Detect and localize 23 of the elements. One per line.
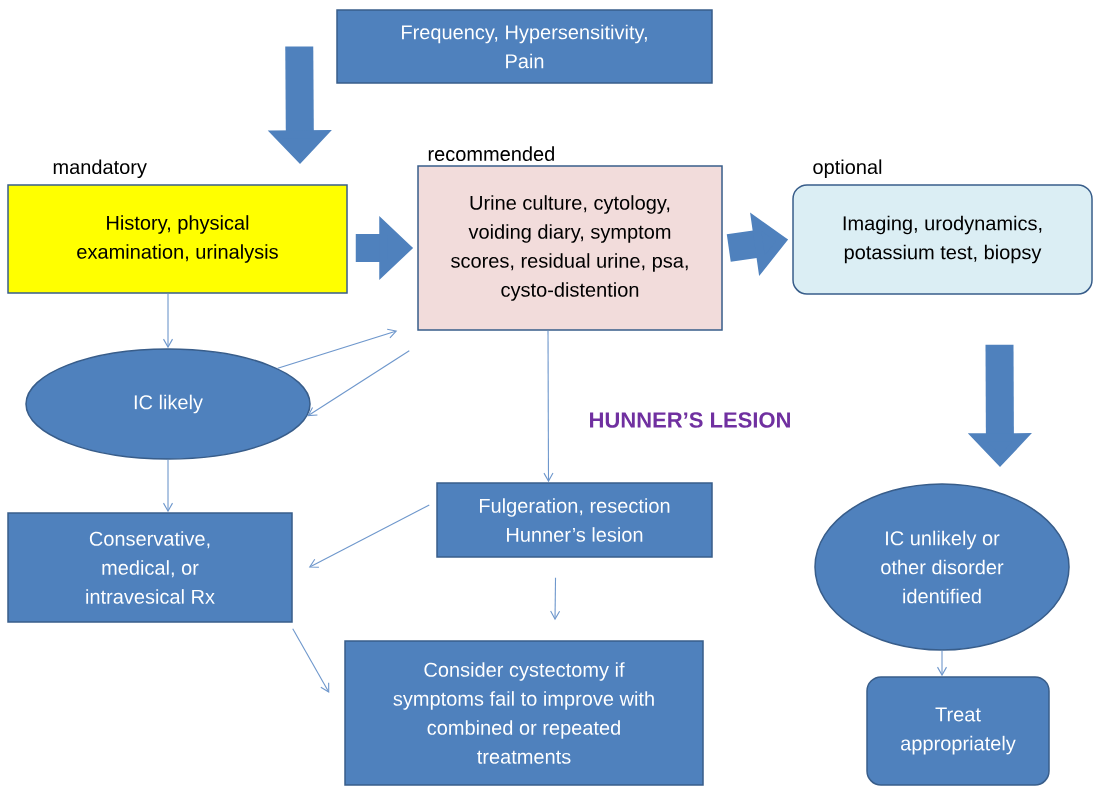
rounded-box: Imaging, urodynamics, potassium test, biopsy	[792, 184, 1093, 295]
rounded-box: Treat appropriately	[866, 676, 1050, 786]
stage-label: recommended	[428, 146, 554, 162]
arrow	[307, 350, 410, 417]
stage-label: mandatory	[53, 159, 147, 179]
arrow	[550, 577, 561, 621]
process-box: Conservative, medical, or intravesical Rx	[7, 512, 293, 623]
process-box: Fulgeration, resection Hunner’s lesion	[436, 482, 713, 558]
process-box: History, physical examination, urinalysis	[7, 184, 348, 294]
oval-node: IC unlikely or other disorder identified	[814, 483, 1070, 651]
arrow	[936, 650, 948, 677]
process-box: Frequency, Hypersensitivity, Pain	[336, 9, 713, 84]
arrow	[162, 293, 174, 349]
arrow	[277, 328, 398, 369]
arrow	[162, 459, 174, 513]
stage-label: optional	[813, 159, 882, 179]
edge-label: HUNNER’S LESION	[586, 410, 794, 430]
oval-node: IC likely	[25, 348, 311, 460]
arrow	[543, 330, 554, 483]
arrow	[292, 628, 330, 693]
process-box: Urine culture, cytology, voiding diary, symptom scores, residual urine, psa, cysto-distention	[417, 165, 723, 331]
arrow	[308, 504, 430, 568]
process-box: Consider cystectomy if symptoms fail to improve with combined or repeated treatments	[344, 640, 704, 786]
